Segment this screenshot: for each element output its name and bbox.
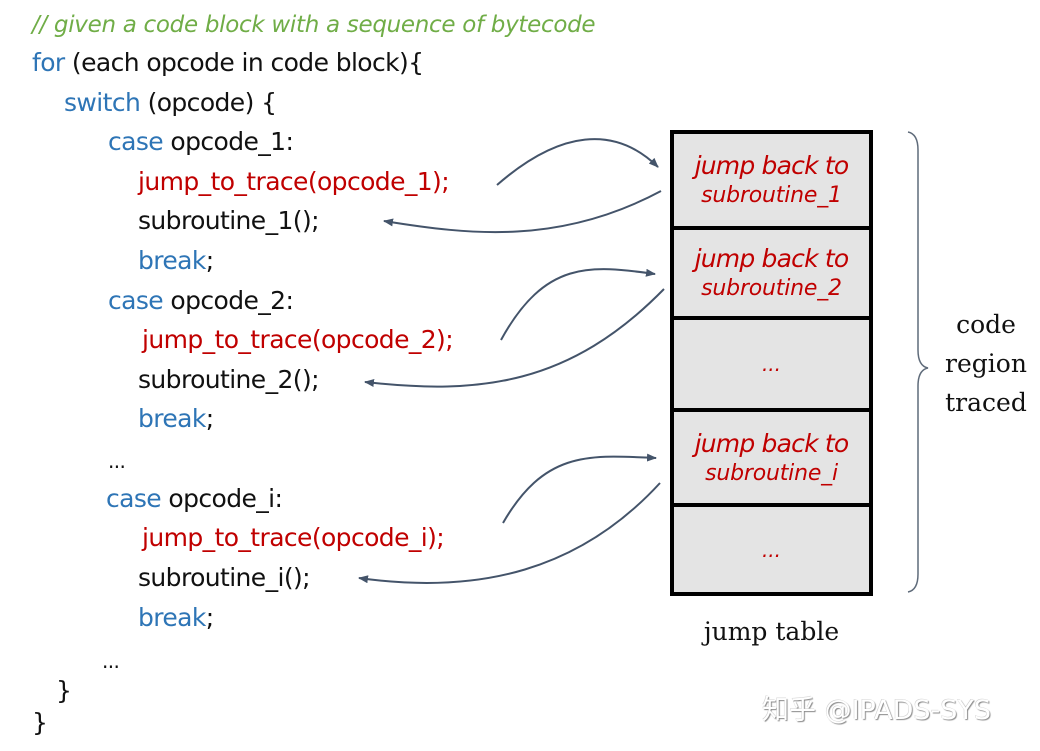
watermark: 知乎 @IPADS-SYS <box>762 695 992 726</box>
keyword-switch: switch <box>64 88 141 117</box>
keyword-case: case <box>106 484 162 513</box>
break-statement-2: break; <box>138 404 214 434</box>
subroutine-call-1: subroutine_1(); <box>138 206 320 235</box>
arrow-jump-to-entry-2 <box>500 268 656 341</box>
jump-table-entry-ellipsis-2: ... <box>674 507 869 592</box>
case-value: opcode_2: <box>163 286 294 315</box>
switch-condition: (opcode) { <box>140 88 277 117</box>
switch-statement: switch (opcode) { <box>64 88 277 118</box>
for-statement: for (each opcode in code block){ <box>32 48 424 78</box>
close-switch-brace: } <box>56 676 72 705</box>
keyword-case: case <box>108 286 164 315</box>
subroutine-call-2: subroutine_2(); <box>138 365 320 394</box>
arrow-return-to-subroutine-1 <box>383 190 662 234</box>
keyword-break: break <box>138 603 206 632</box>
jump-to-trace-call-2: jump_to_trace(opcode_2); <box>142 325 454 354</box>
case-label-i: case opcode_i: <box>106 484 283 514</box>
jump-to-trace-call-1: jump_to_trace(opcode_1); <box>138 167 450 196</box>
code-comment: // given a code block with a sequence of… <box>32 12 596 38</box>
keyword-case: case <box>108 127 164 156</box>
case-value: opcode_i: <box>161 484 283 513</box>
break-statement-i: break; <box>138 603 214 633</box>
arrow-return-to-subroutine-2 <box>364 288 665 388</box>
entry-ellipsis: ... <box>761 537 782 562</box>
arrow-return-to-subroutine-i <box>358 482 661 584</box>
case-value: opcode_1: <box>163 127 294 156</box>
case-label-2: case opcode_2: <box>108 286 294 316</box>
jump-table-entry-ellipsis-1: ... <box>674 320 869 412</box>
jump-to-trace-call-i: jump_to_trace(opcode_i); <box>142 523 445 552</box>
jump-table-entry-2: jump back to subroutine_2 <box>674 230 869 320</box>
ellipsis-mid: ... <box>108 449 126 473</box>
jump-table-entry-i: jump back to subroutine_i <box>674 412 869 507</box>
label-line-code: code <box>956 310 1016 339</box>
entry-text-line2: subroutine_i <box>705 460 838 486</box>
case-label-1: case opcode_1: <box>108 127 294 157</box>
semicolon: ; <box>205 603 214 632</box>
entry-text-line1: jump back to <box>694 428 850 458</box>
entry-text-line1: jump back to <box>694 244 850 273</box>
keyword-for: for <box>32 48 65 77</box>
arrow-jump-to-entry-i <box>502 453 657 524</box>
break-statement-1: break; <box>138 246 214 276</box>
subroutine-call-i: subroutine_i(); <box>138 563 311 592</box>
semicolon: ; <box>205 246 214 275</box>
jump-table-label: jump table <box>703 617 840 646</box>
code-region-traced-label: code region traced <box>938 305 1034 422</box>
keyword-break: break <box>138 404 206 433</box>
label-line-region: region <box>945 349 1027 378</box>
ellipsis-end: ... <box>102 649 120 673</box>
label-line-traced: traced <box>945 388 1027 417</box>
close-for-brace: } <box>32 708 48 737</box>
entry-text-line2: subroutine_1 <box>701 183 842 208</box>
entry-ellipsis: ... <box>761 352 782 376</box>
keyword-break: break <box>138 246 206 275</box>
entry-text-line2: subroutine_2 <box>701 276 842 301</box>
semicolon: ; <box>205 404 214 433</box>
jump-table: jump back to subroutine_1 jump back to s… <box>670 130 873 596</box>
for-condition: (each opcode in code block){ <box>64 48 424 77</box>
entry-text-line1: jump back to <box>694 151 850 180</box>
arrow-jump-to-entry-1 <box>496 138 659 186</box>
curly-brace-icon <box>907 131 929 593</box>
jump-table-entry-1: jump back to subroutine_1 <box>674 134 869 230</box>
